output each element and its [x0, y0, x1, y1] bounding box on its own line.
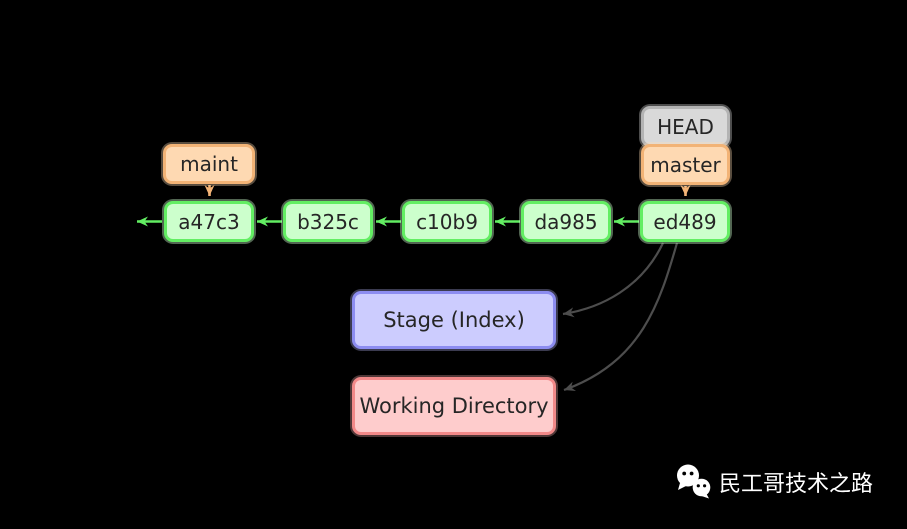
commit-node-c10b9: c10b9 — [402, 201, 492, 242]
commit-node-da985: da985 — [521, 201, 611, 242]
branch-badge-maint: maint — [163, 144, 255, 184]
commit-node-b325c: b325c — [283, 201, 373, 242]
commit-to-working-directory-arrow — [563, 242, 679, 392]
stage-index-box: Stage (Index) — [352, 291, 556, 349]
wechat-icon — [677, 464, 711, 499]
head-badge: HEAD — [641, 106, 730, 147]
commit-to-stage-arrow — [562, 242, 664, 318]
watermark: 民工哥技术之路 — [675, 464, 873, 499]
commit-node-a47c3: a47c3 — [164, 201, 254, 242]
branch-badge-master: master — [641, 144, 730, 185]
working-directory-box: Working Directory — [352, 377, 556, 435]
watermark-text: 民工哥技术之路 — [719, 471, 874, 497]
commit-node-ed489: ed489 — [640, 201, 730, 242]
